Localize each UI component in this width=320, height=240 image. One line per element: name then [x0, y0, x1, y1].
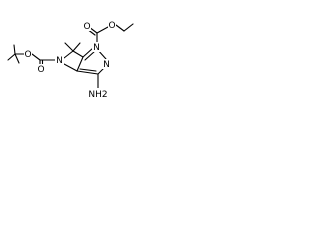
ethyl-bond-1: [115, 24, 125, 32]
svg-text:NH2: NH2: [88, 90, 107, 100]
svg-text:N: N: [103, 60, 110, 70]
chemical-structure: O O N O O N N NH2: [7, 20, 134, 100]
atom-o-ester-left: O: [24, 49, 32, 60]
ethyl-bond-2: [123, 23, 134, 32]
svg-text:N: N: [56, 56, 63, 66]
right-ester-bond: [96, 26, 109, 34]
svg-text:O: O: [37, 65, 44, 75]
pyrazole-bond-4: [76, 70, 99, 75]
ring-bond-2: [72, 50, 84, 58]
svg-text:O: O: [83, 22, 90, 32]
atom-n-ring: N: [55, 55, 64, 66]
pyrazole-double-bond-b: [79, 68, 97, 72]
structure-canvas: O O N O O N N NH2: [0, 0, 163, 103]
ring-bond-3: [76, 56, 84, 72]
atom-o-carbonyl-right: O: [83, 21, 91, 32]
pyrazole-bond-1: [82, 47, 94, 58]
atom-amine: NH2: [86, 88, 110, 100]
svg-text:N: N: [93, 43, 100, 53]
atom-n-pyrazole-2: N: [102, 59, 111, 70]
atom-o-carbonyl-left: O: [37, 64, 45, 75]
carbamate-ester-bond: [31, 53, 41, 61]
ring-bond-1: [63, 50, 74, 59]
atom-o-ester-right: O: [108, 20, 116, 31]
pyrazole-double-bond-a: [84, 50, 96, 61]
methyl-bond-2: [72, 42, 81, 52]
ring-bond-4: [63, 63, 78, 72]
methyl-bond-1: [64, 42, 74, 52]
tbutyl-methyl-bond-1: [7, 53, 16, 61]
svg-text:O: O: [24, 50, 31, 60]
tbutyl-methyl-bond-2: [13, 44, 16, 55]
atom-n-pyrazole-1: N: [92, 42, 101, 53]
svg-text:O: O: [108, 21, 115, 31]
tbutyl-methyl-bond-3: [14, 53, 20, 64]
